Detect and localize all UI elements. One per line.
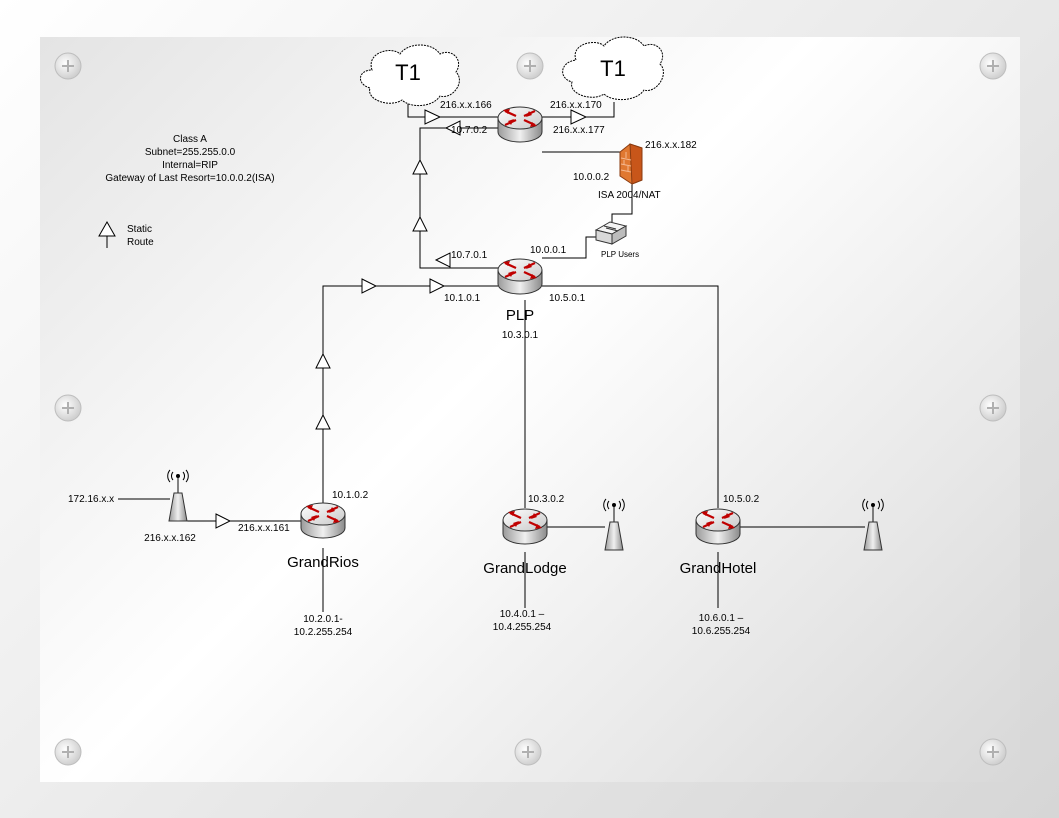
cloud-label: T1 <box>600 56 626 81</box>
ip-label: 10.3.0.2 <box>528 494 565 505</box>
grandhotel-router-icon <box>694 507 742 546</box>
static-route-arrows <box>215 109 588 529</box>
grandlodge-router-icon <box>501 507 549 546</box>
static-route-legend-icon <box>98 220 116 237</box>
ip-range: 10.4.0.1 – <box>500 609 545 620</box>
link-edge-plp <box>419 127 498 269</box>
diagram-panel <box>40 37 1020 782</box>
static-route-arrow <box>315 352 331 369</box>
ip-label: 10.1.0.1 <box>444 293 481 304</box>
screw-icon <box>54 394 82 422</box>
ip-label: 10.0.0.1 <box>530 245 567 256</box>
static-route-arrow <box>215 513 232 529</box>
screw-icon <box>514 738 542 766</box>
legend-info: Class A Subnet=255.255.0.0 Internal=RIP … <box>105 134 274 184</box>
ip-label: 216.x.x.182 <box>645 140 697 151</box>
ip-label: 10.5.0.2 <box>723 494 760 505</box>
ip-range: 10.6.0.1 – <box>699 613 744 624</box>
grandrios-router-icon <box>299 501 347 540</box>
link-firewall-switch <box>611 180 633 222</box>
router-name: GrandRios <box>287 554 359 571</box>
legend-line: Subnet=255.255.0.0 <box>145 147 236 158</box>
screw-icon <box>516 52 544 80</box>
antenna-icon <box>603 498 625 551</box>
ip-label: 216.x.x.162 <box>144 533 196 544</box>
legend-line: Gateway of Last Resort=10.0.0.2(ISA) <box>105 173 274 184</box>
antenna-icon <box>862 498 884 551</box>
ip-label: 216.x.x.166 <box>440 100 492 111</box>
static-route-arrow <box>424 109 442 125</box>
legend-static-line: Static <box>127 224 152 235</box>
ip-label: 10.0.0.2 <box>573 172 610 183</box>
ip-range: 10.2.0.1- <box>303 614 342 625</box>
static-route-arrow <box>315 413 331 430</box>
link-t1-right <box>542 102 615 118</box>
cloud-label: T1 <box>395 60 421 85</box>
ip-label: 216.x.x.170 <box>550 100 602 111</box>
screw-icon <box>979 738 1007 766</box>
switch-icon <box>594 221 628 245</box>
link-plp-switch <box>542 236 600 259</box>
ip-label: 216.x.x.177 <box>553 125 605 136</box>
firewall-label: ISA 2004/NAT <box>598 190 661 201</box>
ip-range: 10.6.255.254 <box>692 626 751 637</box>
screw-icon <box>979 52 1007 80</box>
static-route-arrow <box>429 278 446 294</box>
edge-router-icon <box>496 105 544 144</box>
ip-label: 10.7.0.1 <box>451 250 488 261</box>
ip-label: 216.x.x.161 <box>238 523 290 534</box>
ip-label: 10.5.0.1 <box>549 293 586 304</box>
t1-cloud-right: T1 <box>562 36 664 100</box>
ip-label: 172.16.x.x <box>68 494 114 505</box>
static-route-arrow <box>570 109 588 125</box>
ip-range: 10.4.255.254 <box>493 622 552 633</box>
ip-label: 10.1.0.2 <box>332 490 369 501</box>
legend-line: Internal=RIP <box>162 160 218 171</box>
switch-label: PLP Users <box>601 250 639 259</box>
static-route-arrow <box>444 120 461 136</box>
link-t1-left <box>407 104 498 118</box>
router-name: PLP <box>506 307 534 324</box>
router-name: GrandLodge <box>483 560 566 577</box>
t1-cloud-left: T1 <box>360 44 460 106</box>
antenna-icon <box>167 469 189 522</box>
link-plp-grandhotel <box>542 285 719 508</box>
ip-label: 10.7.0.2 <box>451 125 488 136</box>
ip-label: 10.3.0.1 <box>502 330 539 341</box>
static-route-arrow <box>412 215 428 232</box>
router-name: GrandHotel <box>680 560 757 577</box>
legend-line: Class A <box>173 134 207 145</box>
legend-static-line: Route <box>127 237 154 248</box>
static-route-arrow <box>361 278 378 294</box>
screw-icon <box>54 738 82 766</box>
ip-range: 10.2.255.254 <box>294 627 353 638</box>
firewall-icon <box>619 143 643 185</box>
static-route-arrow <box>434 252 451 268</box>
plp-router-icon <box>496 257 544 296</box>
link-plp-grandrios <box>322 285 498 504</box>
screw-icon <box>979 394 1007 422</box>
screw-icon <box>54 52 82 80</box>
legend-static-route: Static Route <box>98 220 154 248</box>
static-route-arrow <box>412 158 428 175</box>
